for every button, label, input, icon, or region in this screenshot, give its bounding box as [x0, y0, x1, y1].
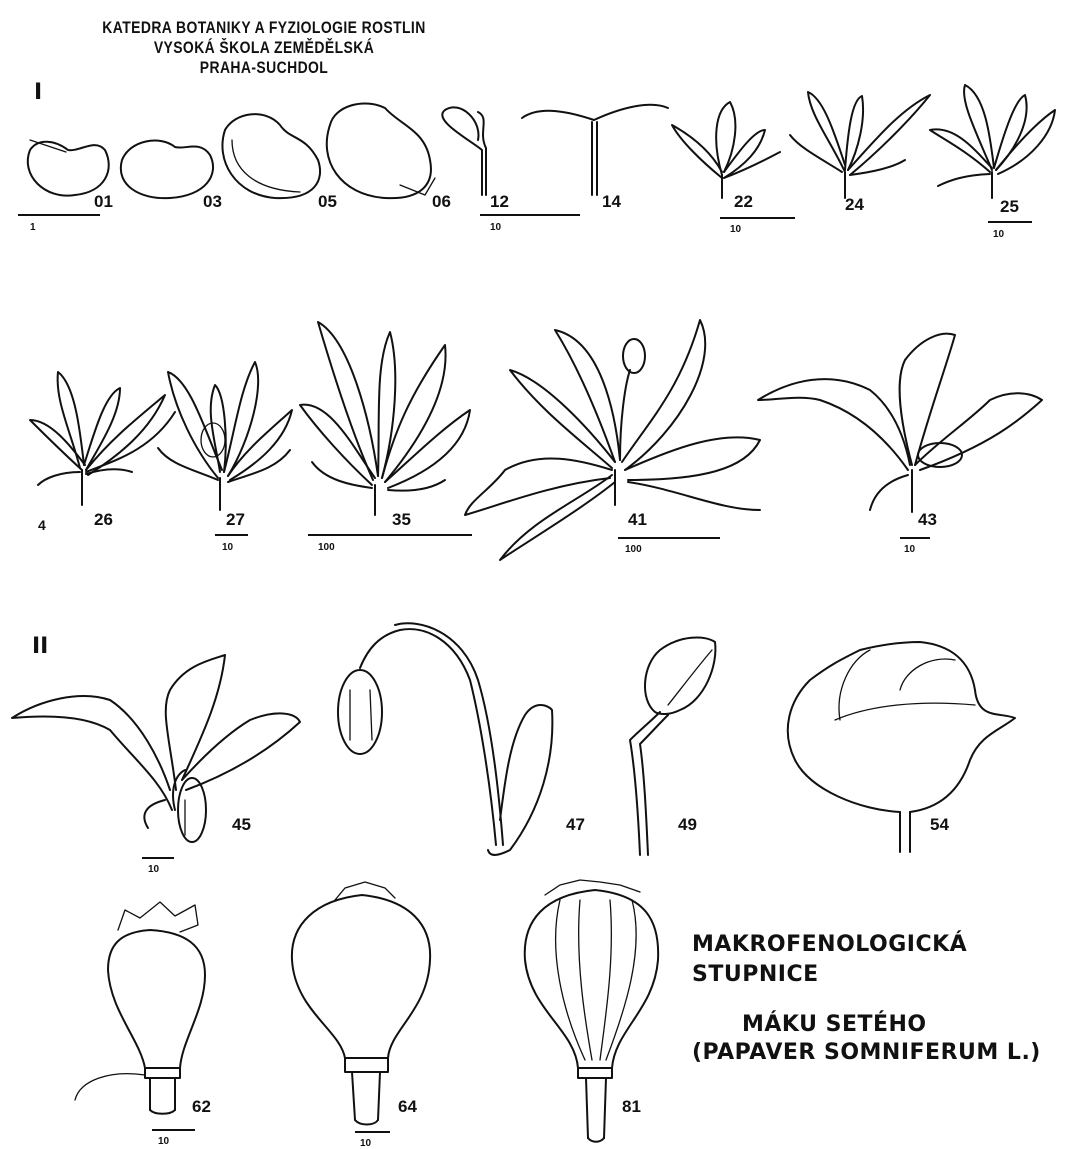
stage-label-25: 25: [1000, 197, 1019, 216]
stage-26-rosette: [30, 372, 175, 505]
scale-label-64: 10: [360, 1138, 372, 1149]
stage-label-47: 47: [566, 815, 585, 834]
stage-14-seedling: [522, 105, 668, 195]
stage-label-01: 01: [94, 192, 113, 211]
stage-label-06: 06: [432, 192, 451, 211]
stage-label-03: 03: [203, 192, 222, 211]
stage-05-seed: [222, 114, 320, 198]
stage-label-43: 43: [918, 510, 937, 529]
stage-06-seed: [327, 103, 435, 198]
stage-47-bud: [338, 623, 552, 855]
stage-label-45: 45: [232, 815, 251, 834]
scale-label-26: 4: [38, 517, 46, 533]
stage-03-seed: [121, 141, 213, 199]
stage-label-49: 49: [678, 815, 697, 834]
stage-22-plant: [672, 102, 780, 198]
stage-49-bud: [630, 637, 715, 855]
scale-label-22: 10: [730, 224, 742, 235]
stage-35-rosette: [300, 322, 470, 515]
scale-label-27: 10: [222, 542, 234, 553]
stage-label-26: 26: [94, 510, 113, 529]
stage-label-35: 35: [392, 510, 411, 529]
scale-label-1: 1: [30, 222, 36, 233]
stage-label-62: 62: [192, 1097, 211, 1116]
stage-54-flower: [788, 642, 1015, 852]
stage-label-27: 27: [226, 510, 245, 529]
stage-label-12: 12: [490, 192, 509, 211]
stage-label-41: 41: [628, 510, 647, 529]
scale-label-43: 10: [904, 544, 916, 555]
stage-12-seedling: [442, 107, 486, 195]
stage-25-plant: [930, 85, 1055, 198]
stage-45-plant: [12, 655, 300, 842]
stage-01-seed: [28, 140, 109, 196]
stage-24-plant: [790, 92, 930, 198]
stage-41-plant: [465, 320, 760, 560]
scale-label-62: 10: [158, 1136, 170, 1147]
stage-label-05: 05: [318, 192, 337, 211]
scale-label-45: 10: [148, 864, 160, 875]
stage-27-rosette: [158, 362, 292, 510]
stage-label-14: 14: [602, 192, 621, 211]
stage-label-54: 54: [930, 815, 949, 834]
scale-label-12: 10: [490, 222, 502, 233]
stage-label-24: 24: [845, 195, 864, 214]
stage-43-plant: [758, 334, 1042, 512]
stage-62-capsule: [75, 902, 205, 1114]
stage-64-capsule: [292, 882, 430, 1125]
stage-label-22: 22: [734, 192, 753, 211]
scale-label-41: 100: [625, 544, 642, 555]
scale-label-25: 10: [993, 229, 1005, 240]
scale-label-35: 100: [318, 542, 335, 553]
stage-label-81: 81: [622, 1097, 641, 1116]
stage-label-64: 64: [398, 1097, 417, 1116]
